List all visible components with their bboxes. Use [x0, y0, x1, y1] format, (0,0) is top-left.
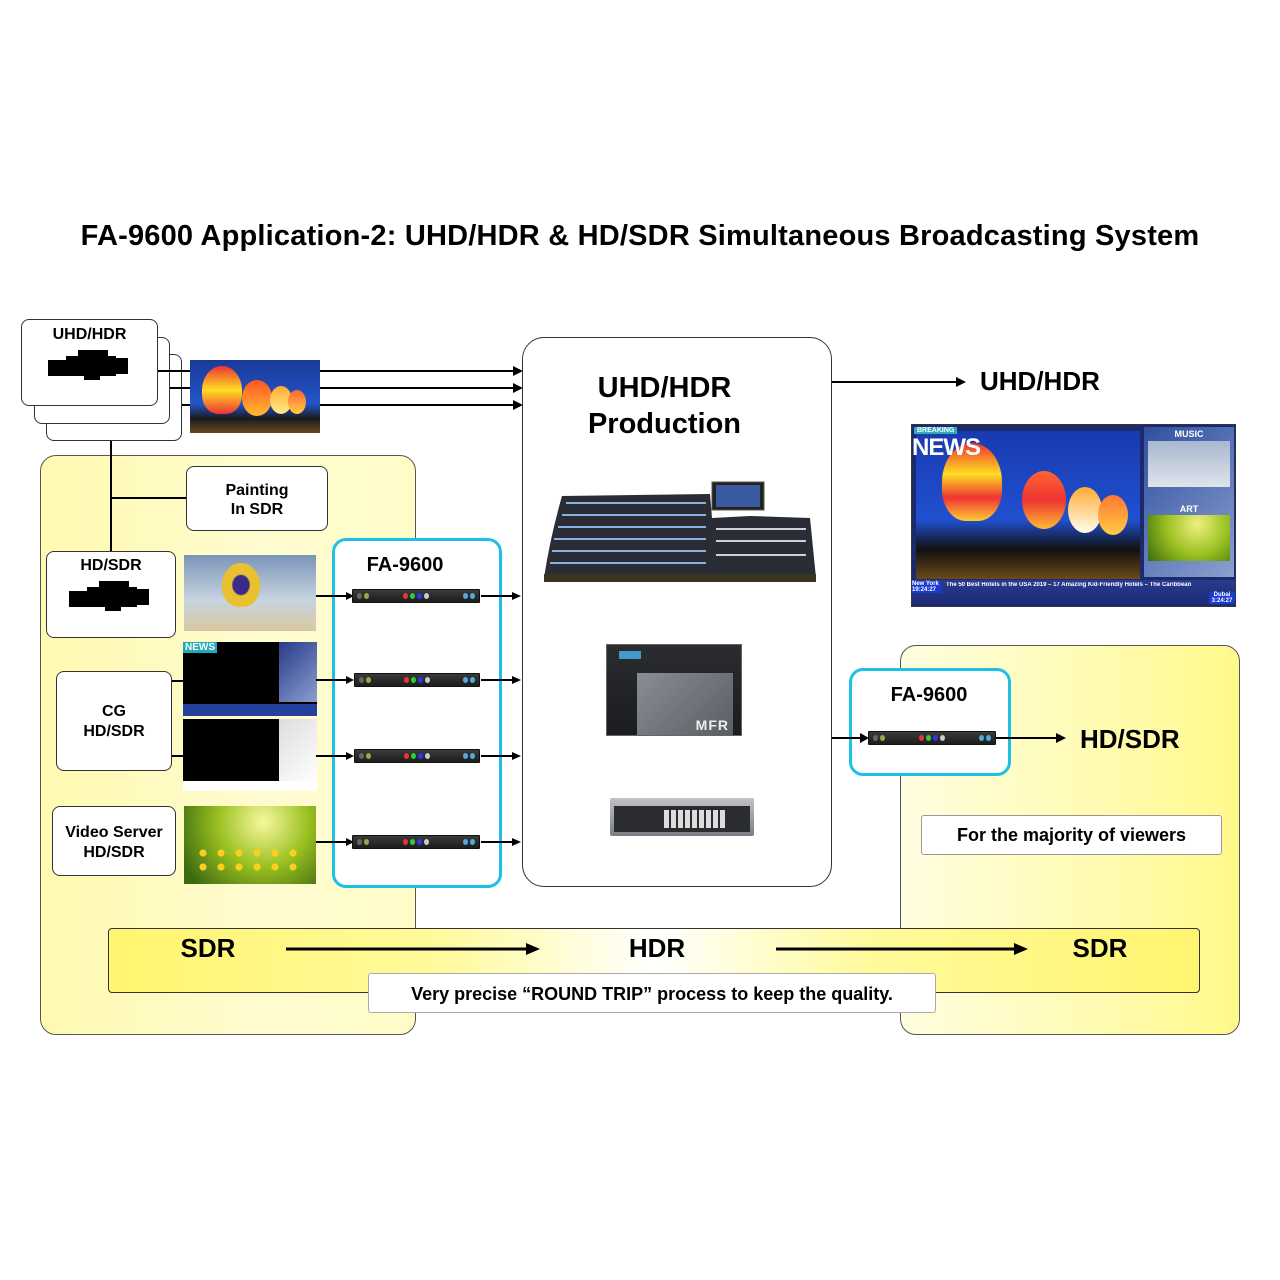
- router-control-panel-image: [610, 798, 754, 836]
- uhd-feed-line-3a: [182, 404, 190, 406]
- camera-trunk-line: [110, 441, 112, 551]
- uhd-feed-line-1a: [158, 370, 190, 372]
- ticker-right-city: Dubai: [1213, 592, 1231, 598]
- round-trip-stage-hdr: HDR: [628, 933, 686, 963]
- hd-camera-card: HD/SDR: [46, 551, 176, 638]
- cg-news-badge: NEWS: [183, 642, 217, 653]
- uhd-hdr-production-box: [522, 337, 832, 887]
- camera-icon: [69, 581, 149, 611]
- switcher-panel-image: [544, 481, 816, 582]
- ticker-left-city: New York: [912, 581, 939, 587]
- hd-output-arrows: [832, 733, 1066, 743]
- round-trip-caption: Very precise “ROUND TRIP” process to kee…: [368, 973, 936, 1013]
- cg-news-key-thumbnail: [183, 719, 317, 791]
- fa9600-unit-right: [868, 731, 996, 745]
- painting-in-sdr-box: Painting In SDR: [186, 466, 328, 531]
- video-server-label-line2: HD/SDR: [83, 844, 145, 861]
- ticker-headlines: The 50 Best Hotels in the USA 2019 – 17 …: [946, 582, 1192, 588]
- fa9600-right-label: FA-9600: [890, 684, 968, 706]
- painting-label-line2: In SDR: [230, 501, 284, 518]
- art-panel-label: ART: [1179, 504, 1199, 514]
- uhd-output-arrow: [832, 377, 966, 387]
- production-title-line1: UHD/HDR: [597, 372, 732, 404]
- hd-output-label: HD/SDR: [1080, 724, 1180, 754]
- cg-link-line-2: [172, 755, 183, 757]
- painting-link-line: [110, 497, 186, 499]
- round-trip-stage-sdr-in: SDR: [180, 933, 236, 963]
- round-trip-stage-sdr-out: SDR: [1072, 933, 1128, 963]
- flowers-thumbnail: [184, 806, 316, 884]
- cg-news-fill-thumbnail: NEWS: [183, 642, 317, 716]
- news-banner: NEWS: [912, 434, 981, 461]
- fa9600-unit-2: [354, 673, 480, 687]
- video-server-label-line1: Video Server: [65, 824, 163, 841]
- painting-label-line1: Painting: [225, 482, 289, 499]
- hd-balloon-thumbnail: [184, 555, 316, 631]
- music-panel-label: MUSIC: [1174, 429, 1204, 439]
- fa9600-converter-right: [849, 668, 1011, 776]
- diagram-title: FA-9600 Application-2: UHD/HDR & HD/SDR …: [80, 220, 1200, 252]
- mfr-router-image: MFR: [606, 644, 742, 736]
- breaking-label: BREAKING: [914, 427, 958, 434]
- fa9600-unit-4: [352, 835, 480, 849]
- ticker-left-time: 19:24:27: [912, 587, 937, 593]
- fa9600-unit-3: [354, 749, 480, 763]
- uhd-camera-label: UHD/HDR: [52, 326, 127, 343]
- production-title: UHD/HDR Production: [522, 370, 807, 442]
- cg-label-line2: HD/SDR: [83, 723, 145, 740]
- cg-label-line1: CG: [102, 703, 126, 720]
- fa9600-left-label: FA-9600: [366, 554, 444, 576]
- mfr-label: MFR: [695, 717, 729, 733]
- fa9600-left-signal-arrows: [316, 592, 521, 846]
- ticker-left-clock: New York 19:24:27: [912, 581, 942, 593]
- hd-camera-label: HD/SDR: [80, 557, 142, 574]
- uhd-output-label: UHD/HDR: [980, 366, 1100, 396]
- uhd-feed-arrows: [320, 366, 523, 410]
- uhd-balloon-thumbnail: [190, 360, 320, 433]
- camera-icon: [47, 350, 128, 380]
- production-title-line2: Production: [587, 408, 742, 440]
- uhd-feed-line-2a: [170, 387, 190, 389]
- video-server-box: Video Server HD/SDR: [52, 806, 176, 876]
- ticker-right-clock: Dubai 3:24:27: [1209, 592, 1235, 604]
- cg-source-box: CG HD/SDR: [56, 671, 172, 771]
- uhd-broadcast-screen: BREAKING NEWS MUSIC ART New York 19:24:2…: [911, 424, 1236, 607]
- cg-link-line-1: [172, 680, 183, 682]
- uhd-camera-card: UHD/HDR: [21, 319, 158, 406]
- majority-viewers-note: For the majority of viewers: [921, 815, 1222, 855]
- round-trip-arrows: [286, 943, 1028, 955]
- ticker-right-time: 3:24:27: [1211, 598, 1233, 604]
- fa9600-unit-1: [352, 589, 480, 603]
